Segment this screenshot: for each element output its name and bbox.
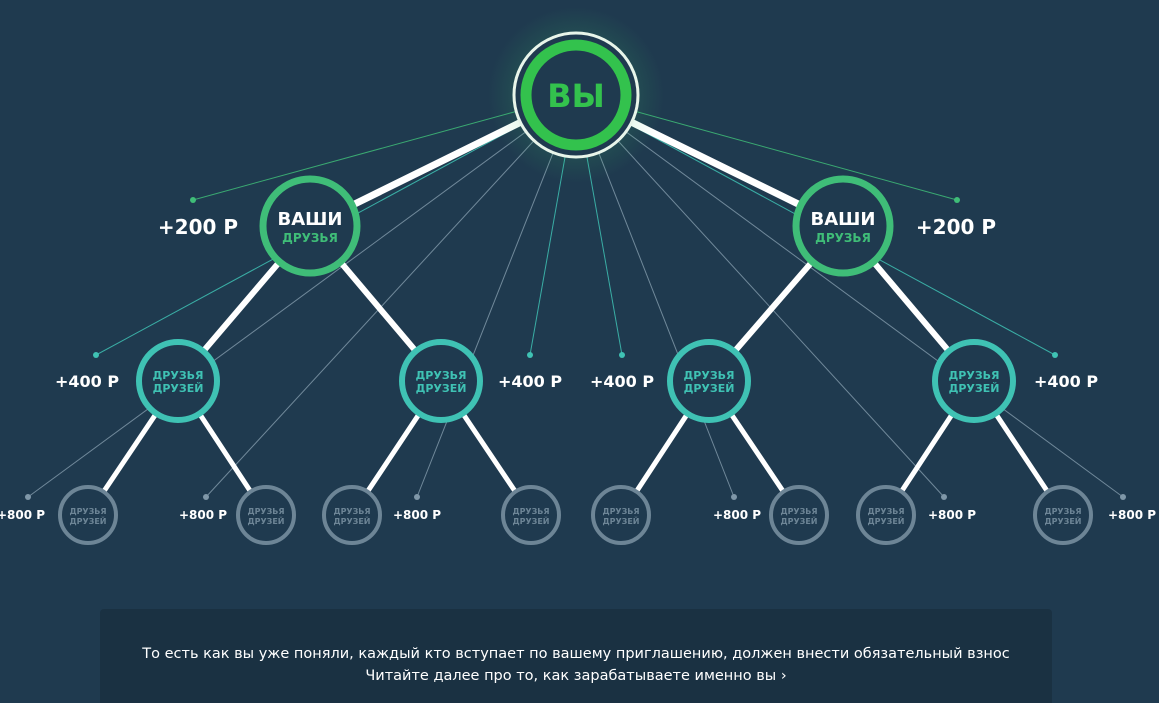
info-text: То есть как вы уже поняли, каждый кто вс…	[142, 646, 1010, 662]
third-level-node	[769, 485, 829, 545]
third-level-node	[322, 485, 382, 545]
connector-line	[205, 132, 542, 498]
third-bonus: +800 Р	[928, 508, 976, 522]
third-label-line1: ДРУЗЬЯ	[69, 507, 106, 516]
third-bonus: +800 Р	[0, 508, 45, 522]
fof-node	[136, 339, 220, 423]
friend-label-line1: ВАШИ	[811, 209, 876, 230]
third-level-node	[236, 485, 296, 545]
bonus-dot	[414, 494, 420, 500]
branch-line	[991, 409, 1051, 495]
fof-label-line2: ДРУЗЕЙ	[416, 382, 467, 395]
connector-line	[610, 133, 945, 498]
bonus-dot	[190, 197, 196, 203]
branch-line	[364, 409, 424, 495]
friend-label-line1: ВАШИ	[278, 209, 343, 230]
fof-label-line2: ДРУЗЕЙ	[153, 382, 204, 395]
branch-line	[195, 409, 254, 495]
fof-label-line1: ДРУЗЬЯ	[948, 369, 999, 382]
connector-line	[625, 108, 958, 201]
third-label-line1: ДРУЗЬЯ	[247, 507, 284, 516]
branch-line	[459, 409, 518, 495]
third-label-line2: ДРУЗЕЙ	[70, 515, 107, 526]
branch-line	[101, 409, 160, 495]
friend-node	[259, 175, 361, 277]
third-level-node	[1033, 485, 1093, 545]
third-label-line2: ДРУЗЕЙ	[868, 515, 905, 526]
connector-line	[416, 143, 558, 498]
branch-line	[198, 257, 284, 356]
branch-line	[869, 257, 954, 356]
third-label-line1: ДРУЗЬЯ	[333, 507, 370, 516]
friend-bonus: +200 Р	[158, 215, 238, 239]
third-bonus: +800 Р	[713, 508, 761, 522]
third-label-line1: ДРУЗЬЯ	[602, 507, 639, 516]
fof-label-line1: ДРУЗЬЯ	[683, 369, 734, 382]
fof-bonus: +400 Р	[498, 372, 562, 391]
you-label: ВЫ	[547, 77, 605, 115]
bonus-dot	[93, 352, 99, 358]
branch-line	[336, 257, 421, 356]
you-node	[520, 39, 632, 151]
info-panel: То есть как вы уже поняли, каждый кто вс…	[100, 609, 1052, 703]
bonus-dot	[731, 494, 737, 500]
fof-node	[667, 339, 751, 423]
bonus-dot	[619, 352, 625, 358]
third-level-node	[58, 485, 118, 545]
branch-line	[633, 409, 692, 495]
connector-line	[192, 108, 526, 201]
third-bonus: +800 Р	[393, 508, 441, 522]
connector-line	[27, 125, 535, 498]
read-more-link[interactable]: Читайте далее про то, как зарабатываете …	[365, 668, 787, 684]
third-label-line1: ДРУЗЬЯ	[1044, 507, 1081, 516]
third-label-line1: ДРУЗЬЯ	[780, 507, 817, 516]
third-label-line2: ДРУЗЕЙ	[781, 515, 818, 526]
friend-label-line2: ДРУЗЬЯ	[282, 231, 338, 245]
third-label-line2: ДРУЗЕЙ	[603, 515, 640, 526]
third-label-line2: ДРУЗЕЙ	[248, 515, 285, 526]
bonus-dot	[25, 494, 31, 500]
bonus-dot	[203, 494, 209, 500]
branch-line	[727, 409, 786, 495]
friend-label-line2: ДРУЗЬЯ	[815, 231, 871, 245]
fof-bonus: +400 Р	[1034, 372, 1098, 391]
third-label-line1: ДРУЗЬЯ	[867, 507, 904, 516]
third-bonus: +800 Р	[1108, 508, 1156, 522]
fof-node	[932, 339, 1016, 423]
fof-label-line1: ДРУЗЬЯ	[152, 369, 203, 382]
third-level-node	[591, 485, 651, 545]
connector-line	[617, 125, 1124, 498]
third-label-line2: ДРУЗЕЙ	[1045, 515, 1082, 526]
third-label-line2: ДРУЗЕЙ	[513, 515, 550, 526]
fof-bonus: +400 Р	[55, 372, 119, 391]
fof-label-line1: ДРУЗЬЯ	[415, 369, 466, 382]
bonus-dot	[1052, 352, 1058, 358]
fof-bonus: +400 Р	[590, 372, 654, 391]
fof-label-line2: ДРУЗЕЙ	[949, 382, 1000, 395]
connector-line	[594, 143, 735, 498]
fof-node	[399, 339, 483, 423]
branch-line	[730, 257, 817, 357]
bonus-dot	[941, 494, 947, 500]
bonus-dot	[954, 197, 960, 203]
third-level-node	[856, 485, 916, 545]
friend-node	[792, 175, 894, 277]
third-bonus: +800 Р	[179, 508, 227, 522]
fof-label-line2: ДРУЗЕЙ	[684, 382, 735, 395]
bonus-dot	[527, 352, 533, 358]
branch-line	[898, 409, 957, 495]
friend-bonus: +200 Р	[916, 215, 996, 239]
third-label-line2: ДРУЗЕЙ	[334, 515, 371, 526]
third-level-node	[501, 485, 561, 545]
third-label-line1: ДРУЗЬЯ	[512, 507, 549, 516]
bonus-dot	[1120, 494, 1126, 500]
